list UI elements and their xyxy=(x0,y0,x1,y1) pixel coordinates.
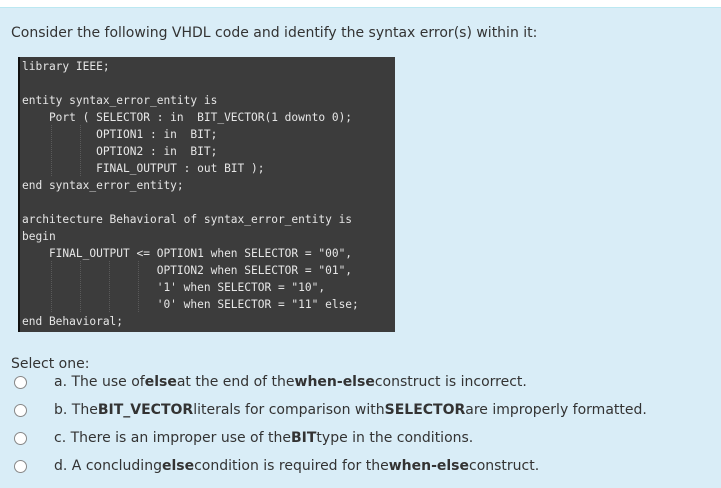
option-letter: c. xyxy=(54,430,67,446)
indent-guide xyxy=(80,261,81,312)
code-line: entity syntax_error_entity is xyxy=(22,94,218,107)
option-letter: b. xyxy=(54,402,68,418)
option-b[interactable]: b. The BIT_VECTOR literals for compariso… xyxy=(14,400,647,420)
indent-guide xyxy=(109,261,110,312)
code-line: FINAL_OUTPUT : out BIT ); xyxy=(22,162,265,175)
code-line: begin xyxy=(22,230,56,243)
code-line: end syntax_error_entity; xyxy=(22,179,184,192)
radio-button[interactable] xyxy=(14,375,27,389)
question-prompt: Consider the following VHDL code and ide… xyxy=(11,25,538,41)
radio-button[interactable] xyxy=(14,459,27,473)
code-block: library IEEE; entity syntax_error_entity… xyxy=(18,57,395,332)
radio-button[interactable] xyxy=(14,403,27,417)
code-line: '1' when SELECTOR = "10", xyxy=(22,281,326,294)
option-letter: d. xyxy=(54,458,68,474)
code-line: OPTION1 : in BIT; xyxy=(22,128,218,141)
select-one-label: Select one: xyxy=(11,356,90,372)
option-letter: a. xyxy=(54,374,68,390)
option-a[interactable]: a. The use of else at the end of the whe… xyxy=(14,372,527,392)
indent-guide xyxy=(51,261,52,312)
code-line: library IEEE; xyxy=(22,60,110,73)
option-c[interactable]: c. There is an improper use of the BIT t… xyxy=(14,428,473,448)
code-line: Port ( SELECTOR : in BIT_VECTOR(1 downto… xyxy=(22,111,353,124)
radio-button[interactable] xyxy=(14,431,27,445)
code-line: OPTION2 : in BIT; xyxy=(22,145,218,158)
code-line: end Behavioral; xyxy=(22,315,124,328)
indent-guide xyxy=(138,261,139,312)
option-d[interactable]: d. A concluding else condition is requir… xyxy=(14,456,539,476)
code-line: FINAL_OUTPUT <= OPTION1 when SELECTOR = … xyxy=(22,247,353,260)
code-line: '0' when SELECTOR = "11" else; xyxy=(22,298,359,311)
indent-guide xyxy=(51,125,52,176)
code-line: OPTION2 when SELECTOR = "01", xyxy=(22,264,353,277)
indent-guide xyxy=(80,125,81,176)
code-line: architecture Behavioral of syntax_error_… xyxy=(22,213,353,226)
question-panel: Consider the following VHDL code and ide… xyxy=(0,7,721,488)
